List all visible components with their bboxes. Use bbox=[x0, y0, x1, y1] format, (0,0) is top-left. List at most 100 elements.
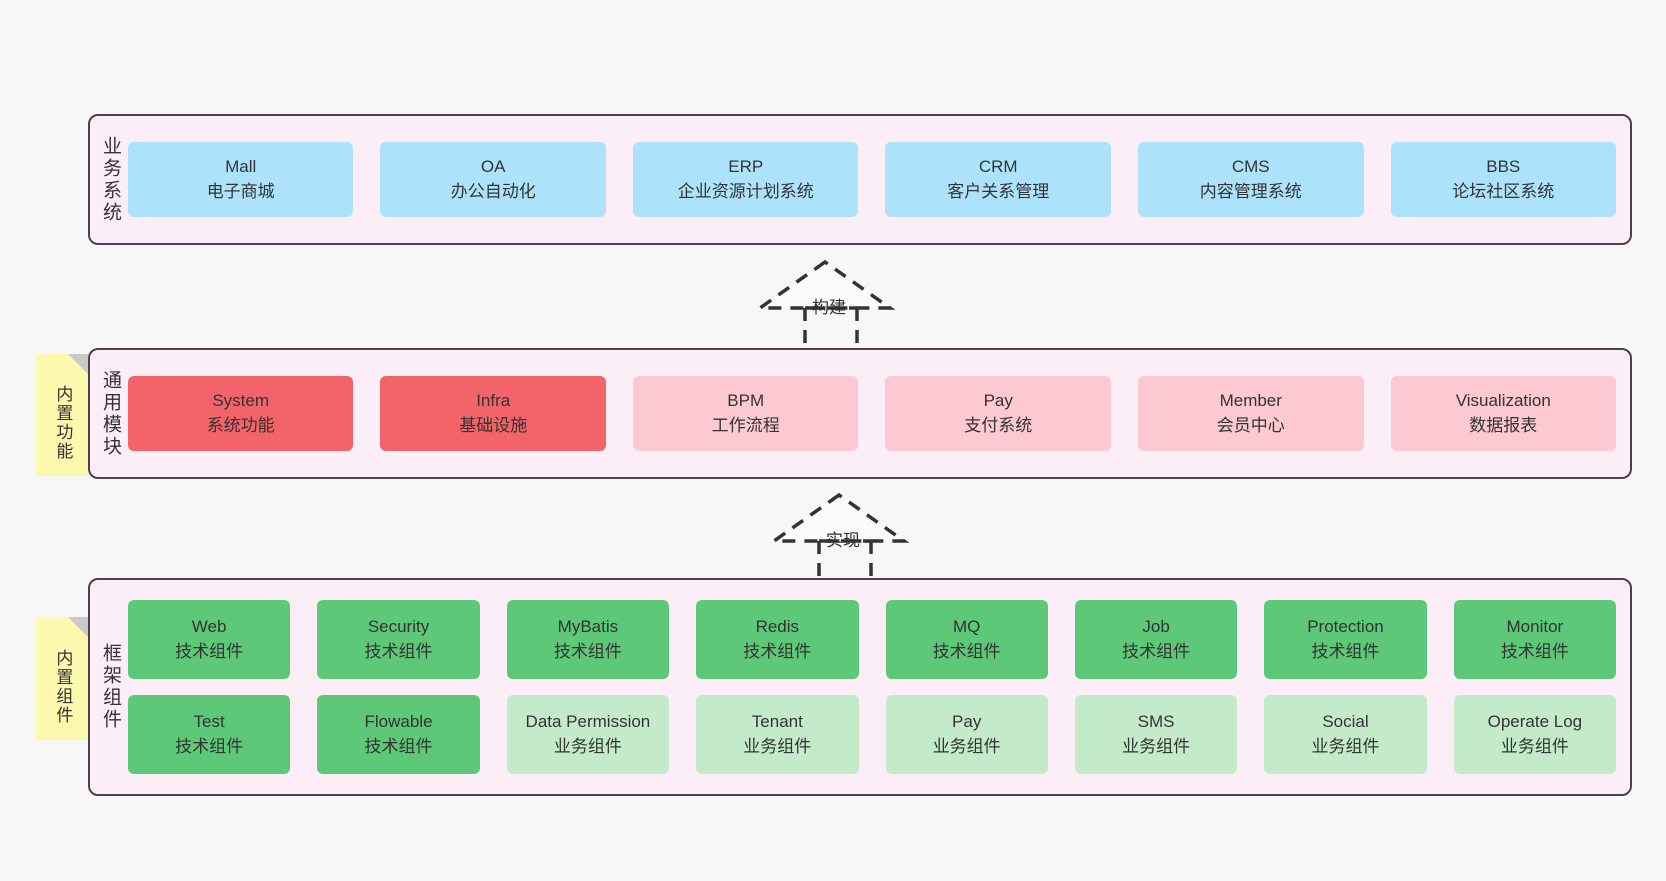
card-title-en: SMS bbox=[1137, 711, 1175, 731]
card-sms[interactable]: SMS 业务组件 bbox=[1074, 695, 1238, 774]
card-title-cn: 办公自动化 bbox=[450, 181, 536, 201]
card-erp[interactable]: ERP 企业资源计划系统 bbox=[632, 142, 859, 217]
card-title-en: CMS bbox=[1231, 156, 1270, 176]
card-oa[interactable]: OA 办公自动化 bbox=[380, 142, 606, 217]
card-title-en: Mall bbox=[225, 156, 257, 176]
card-title-cn: 电子商城 bbox=[206, 181, 275, 201]
card-redis[interactable]: Redis 技术组件 bbox=[696, 600, 859, 679]
layer-caption-business: 业务系统 bbox=[99, 135, 121, 224]
card-title-cn: 业务组件 bbox=[1122, 736, 1191, 756]
arrow-label-build: 构建 bbox=[812, 298, 846, 317]
card-title-en: Pay bbox=[983, 390, 1013, 410]
card-title-en: ERP bbox=[728, 156, 764, 176]
card-title-cn: 技术组件 bbox=[932, 641, 1001, 661]
card-mybatis[interactable]: MyBatis 技术组件 bbox=[506, 600, 670, 679]
card-operate-log[interactable]: Operate Log 业务组件 bbox=[1453, 695, 1617, 774]
card-protection[interactable]: Protection 技术组件 bbox=[1264, 600, 1427, 679]
card-title-en: Monitor bbox=[1506, 616, 1564, 636]
card-title-cn: 技术组件 bbox=[175, 736, 244, 756]
card-infra[interactable]: Infra 基础设施 bbox=[380, 376, 606, 451]
card-title-cn: 企业资源计划系统 bbox=[677, 181, 814, 201]
card-title-cn: 业务组件 bbox=[1311, 736, 1380, 756]
card-title-en: Pay bbox=[952, 711, 982, 731]
card-title-cn: 系统功能 bbox=[206, 415, 275, 435]
layer-caption-framework: 框架组件 bbox=[99, 643, 121, 731]
card-title-en: Tenant bbox=[751, 711, 803, 731]
note-built-in-functions: 内置功能 bbox=[36, 354, 88, 476]
card-monitor[interactable]: Monitor 技术组件 bbox=[1453, 600, 1617, 679]
card-title-en: MQ bbox=[953, 616, 981, 636]
card-title-en: Redis bbox=[755, 616, 800, 636]
card-title-en: Test bbox=[193, 711, 225, 731]
card-pay[interactable]: Pay 支付系统 bbox=[885, 376, 1111, 451]
arrow-implement: 实现 bbox=[766, 489, 926, 577]
card-title-en: Data Permission bbox=[525, 711, 651, 731]
card-row: Test 技术组件 Flowable 技术组件 Data Permission … bbox=[127, 695, 1617, 774]
card-security[interactable]: Security 技术组件 bbox=[317, 600, 480, 679]
arrow-head-triangle bbox=[754, 259, 896, 310]
card-title-en: Job bbox=[1142, 616, 1170, 636]
layer-common-modules: 通用模块 System 系统功能 Infra 基础设施 BPM 工作流程 Pay… bbox=[88, 348, 1632, 479]
card-title-en: Operate Log bbox=[1487, 711, 1583, 731]
card-title-en: Infra bbox=[476, 390, 511, 410]
card-web[interactable]: Web 技术组件 bbox=[127, 600, 291, 679]
card-tenant[interactable]: Tenant 业务组件 bbox=[696, 695, 859, 774]
note-built-in-components: 内置组件 bbox=[36, 617, 88, 740]
card-crm[interactable]: CRM 客户关系管理 bbox=[885, 142, 1111, 217]
cards-area-common: System 系统功能 Infra 基础设施 BPM 工作流程 Pay 支付系统… bbox=[124, 350, 1630, 477]
card-member[interactable]: Member 会员中心 bbox=[1138, 376, 1364, 451]
card-title-cn: 业务组件 bbox=[932, 736, 1001, 756]
card-title-cn: 技术组件 bbox=[553, 641, 622, 661]
card-title-en: CRM bbox=[978, 156, 1018, 176]
card-visualization[interactable]: Visualization 数据报表 bbox=[1390, 376, 1617, 451]
arrow-build-shape bbox=[754, 259, 896, 344]
card-title-cn: 技术组件 bbox=[1500, 641, 1569, 661]
arrow-build: 构建 bbox=[752, 256, 912, 344]
card-social[interactable]: Social 业务组件 bbox=[1264, 695, 1427, 774]
card-title-cn: 业务组件 bbox=[553, 736, 622, 756]
card-title-cn: 业务组件 bbox=[743, 736, 812, 756]
folded-corner-icon bbox=[68, 617, 88, 637]
card-title-cn: 技术组件 bbox=[743, 641, 812, 661]
card-title-en: BBS bbox=[1486, 156, 1521, 176]
layer-framework-components: 框架组件 Web 技术组件 Security 技术组件 MyBatis 技术组件… bbox=[88, 578, 1632, 796]
card-title-en: System bbox=[212, 390, 270, 410]
card-row: Web 技术组件 Security 技术组件 MyBatis 技术组件 Redi… bbox=[127, 600, 1617, 679]
layer-business-systems: 业务系统 Mall 电子商城 OA 办公自动化 ERP 企业资源计划系统 CRM… bbox=[88, 114, 1632, 245]
card-bpm[interactable]: BPM 工作流程 bbox=[632, 376, 859, 451]
card-row: System 系统功能 Infra 基础设施 BPM 工作流程 Pay 支付系统… bbox=[127, 376, 1617, 451]
card-title-en: Flowable bbox=[364, 711, 433, 731]
card-row: Mall 电子商城 OA 办公自动化 ERP 企业资源计划系统 CRM 客户关系… bbox=[127, 142, 1617, 217]
card-title-cn: 客户关系管理 bbox=[947, 181, 1050, 201]
card-title-en: Web bbox=[191, 616, 227, 636]
card-title-cn: 会员中心 bbox=[1216, 415, 1285, 435]
card-test[interactable]: Test 技术组件 bbox=[127, 695, 291, 774]
card-title-cn: 工作流程 bbox=[711, 415, 780, 435]
card-title-cn: 技术组件 bbox=[175, 641, 244, 661]
layer-caption-common: 通用模块 bbox=[99, 369, 121, 458]
arrow-head-triangle bbox=[768, 492, 910, 543]
card-title-en: BPM bbox=[727, 390, 765, 410]
card-title-cn: 技术组件 bbox=[1122, 641, 1191, 661]
card-title-cn: 业务组件 bbox=[1500, 736, 1569, 756]
card-mq[interactable]: MQ 技术组件 bbox=[885, 600, 1048, 679]
card-title-en: Protection bbox=[1307, 616, 1384, 636]
card-title-cn: 技术组件 bbox=[364, 641, 433, 661]
card-job[interactable]: Job 技术组件 bbox=[1074, 600, 1238, 679]
card-flowable[interactable]: Flowable 技术组件 bbox=[317, 695, 480, 774]
card-mall[interactable]: Mall 电子商城 bbox=[127, 142, 354, 217]
card-title-en: Social bbox=[1322, 711, 1369, 731]
card-title-cn: 数据报表 bbox=[1469, 415, 1538, 435]
card-data-permission[interactable]: Data Permission 业务组件 bbox=[506, 695, 670, 774]
card-pay-business[interactable]: Pay 业务组件 bbox=[885, 695, 1048, 774]
card-system[interactable]: System 系统功能 bbox=[127, 376, 354, 451]
card-title-cn: 论坛社区系统 bbox=[1452, 181, 1555, 201]
card-title-cn: 支付系统 bbox=[964, 415, 1033, 435]
card-title-cn: 技术组件 bbox=[1311, 641, 1380, 661]
card-bbs[interactable]: BBS 论坛社区系统 bbox=[1390, 142, 1617, 217]
card-title-en: Security bbox=[367, 616, 430, 636]
card-cms[interactable]: CMS 内容管理系统 bbox=[1138, 142, 1364, 217]
arrow-implement-shape bbox=[768, 492, 910, 577]
card-title-cn: 基础设施 bbox=[459, 415, 528, 435]
